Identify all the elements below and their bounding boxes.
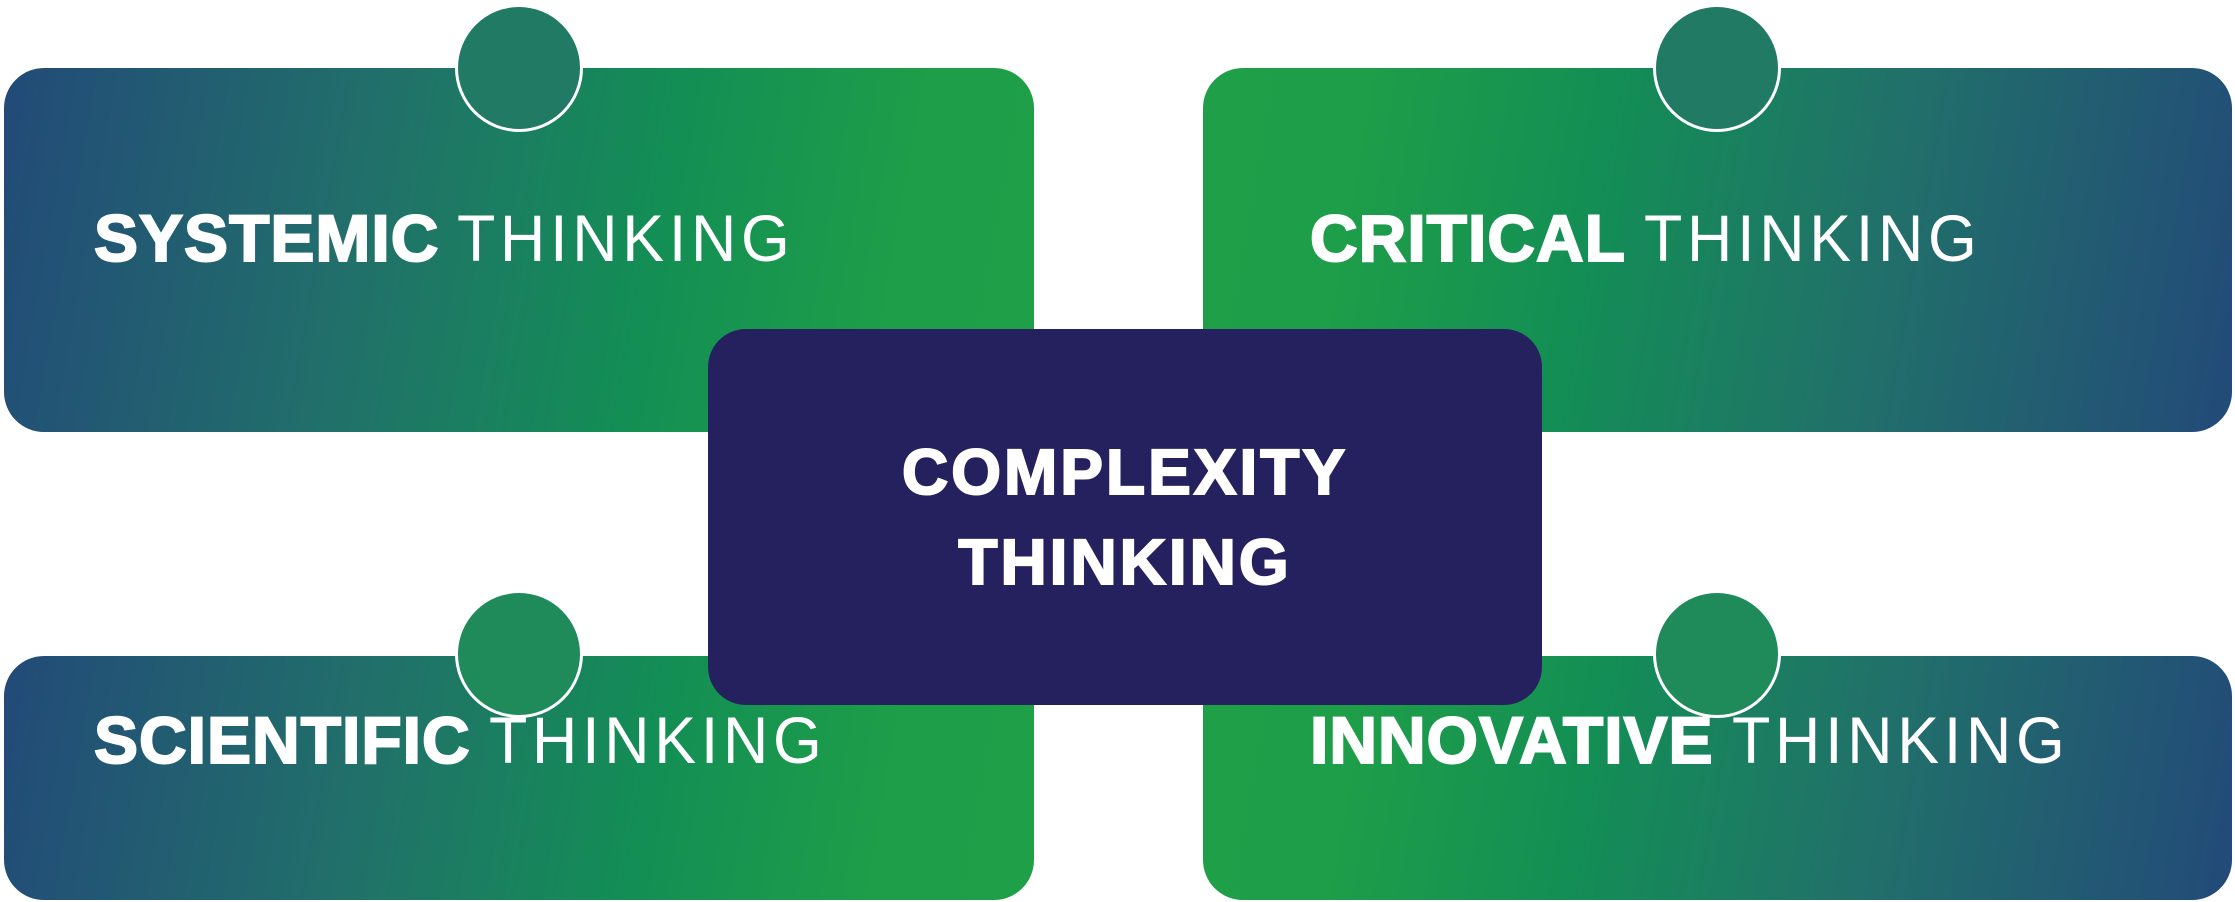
scientific-thinking-label: SCIENTIFIC THINKING <box>93 703 844 777</box>
systemic-thinking-label: SYSTEMIC THINKING <box>93 201 813 275</box>
label-thin: THINKING <box>1731 703 2070 777</box>
label-thin: THINKING <box>488 703 827 777</box>
label-bold: INNOVATIVE <box>1309 703 1714 777</box>
center-title-line1: COMPLEXITY <box>901 435 1349 509</box>
critical-thinking-label: CRITICAL THINKING <box>1309 201 1999 275</box>
label-thin: THINKING <box>457 201 795 275</box>
label-bold: CRITICAL <box>1309 201 1626 275</box>
label-bold: SCIENTIFIC <box>93 703 471 777</box>
label-thin: THINKING <box>1643 201 1982 275</box>
circle-icon <box>455 590 583 718</box>
circle-icon <box>455 4 583 132</box>
innovative-thinking-label: INNOVATIVE THINKING <box>1309 703 2087 777</box>
circle-icon <box>1653 4 1781 132</box>
circle-icon <box>1653 590 1781 718</box>
complexity-thinking-box: COMPLEXITY THINKING <box>708 329 1542 705</box>
center-title-line2: THINKING <box>957 525 1292 599</box>
label-bold: SYSTEMIC <box>93 201 440 275</box>
